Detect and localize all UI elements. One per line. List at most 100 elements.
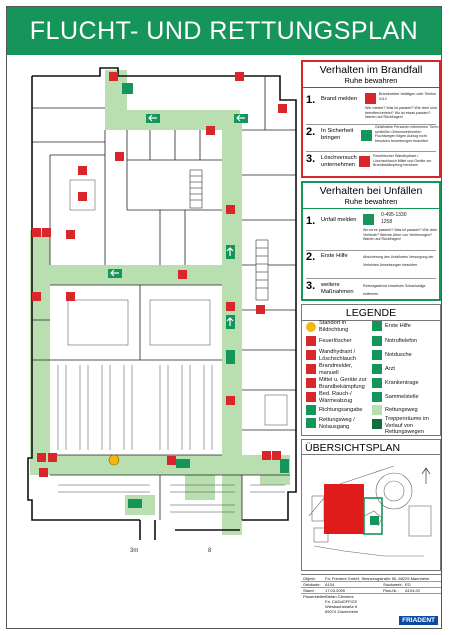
fire-safety-icons [32,72,287,477]
fire-behaviour-panel: Verhalten im Brandfall Ruhe bewahren 1. … [301,60,441,178]
divider [306,124,436,125]
legend-right-7: Treppenräume im Verlauf von Rettungswege… [385,416,429,435]
fire-step-1-num: 1. [306,94,316,106]
fire-step-3-num: 3. [306,153,316,165]
footer-company: Fa. CADdOFFICE [325,599,358,604]
direction-arrow-icon [306,405,316,415]
legend-left-0: Standort in Bildrichtung [319,320,349,333]
legend-left-3: Brandmelder, manuell [319,363,353,376]
fire-step-2-num: 2. [306,126,316,138]
footer-building-value: A104 [325,582,335,587]
fire-alarm-icon [365,93,376,104]
accident-phone-1: 0-495-1330 [381,212,407,218]
fire-step-2-detail: Gefährdete Personen mitnehmen Türen schl… [375,125,439,143]
legend-right-6: Rettungsweg [385,407,418,413]
accident-step-3-label: weitere Maßnahmen [321,282,354,295]
fire-step-3-label: Löschversuch unternehmen [321,155,357,168]
footer-object-value: Fa. Friedent GmbH, Steinzeugstraße 50, 6… [325,576,430,581]
accident-step-2-label: Erste Hilfe [321,253,348,259]
north-arrow-icon [421,467,431,484]
accident-step-2-num: 2. [306,251,316,263]
legend-right-5: Sammelstelle [385,394,419,400]
extinguisher-icon [306,336,316,346]
smoke-vent-icon [306,392,316,402]
accident-step-1-label: Unfall melden [321,217,357,223]
page-title: FLUCHT- UND RETTUNGSPLAN [29,16,419,45]
assembly-point-icon [370,516,379,525]
assembly-point-icon [372,392,382,402]
legend-right-0: Erste Hilfe [385,323,411,329]
footer-planno-value: A104-01 [405,588,421,593]
accident-step-1-hints: Wo ist es passiert? Was ist passiert? Wi… [363,228,438,242]
divider [306,278,436,279]
escape-route-swatch [372,405,382,415]
fire-step-1-hints: Wer meldet? Was ist passiert? Wie viele … [365,106,437,120]
footer-author-value: Stefan Clemens [325,594,354,599]
exit-icon [361,130,372,141]
accident-step-3-detail: Rettungsdienst einweisen Schaulustige en… [363,284,426,296]
first-aid-icon [372,321,382,331]
legend-left-5: Bed. Rauch-/ Wärmeabzug [319,391,353,404]
legend-right-4: Krankentrage [385,380,419,386]
divider [306,250,436,251]
doctor-icon [372,364,382,374]
you-are-here-marker [108,454,120,466]
walls [27,67,297,540]
standort-icon [306,322,316,332]
scale-label: 3m [130,548,138,554]
firefighting-equipment-icon [306,378,316,388]
title-block: Objekt: Fa. Friedent GmbH, Steinzeugstra… [301,574,441,629]
phone-icon [363,214,374,225]
legend-right-3: Arzt [385,366,395,372]
footer-building-key: Gebäude: [303,582,321,587]
fire-step-2-label: In Sicherheit bringen [321,128,354,141]
stretcher-icon [372,378,382,388]
accident-step-2-detail: Absicherung des Unfallortes Versorgung d… [363,255,434,267]
legend-left-4: Mittel u. Geräte zur Brandbekämpfung [319,377,367,390]
legend-title: LEGENDE [302,305,440,321]
fire-step-1-label: Brand melden [321,96,358,102]
sign-arrows [110,114,245,326]
accident-panel-title: Verhalten bei Unfällen [319,185,423,197]
company-logo: FRIADENT [399,616,438,625]
accident-step-1-num: 1. [306,215,316,227]
footer-floor-key: Stockwerk: [383,582,403,587]
stairwell-swatch [372,419,382,429]
footer-author-key: Planersteller: [303,594,327,599]
fire-panel-title: Verhalten im Brandfall [319,64,423,76]
floor-plan: 3m 8 [27,67,297,554]
footer-street: Wiesbachstraße 6 [325,604,358,609]
fire-panel-subtitle: Ruhe bewahren [303,76,439,88]
accident-panel-subtitle: Ruhe bewahren [303,197,439,209]
footer-planno-key: Plan-Nr.: [383,588,399,593]
accident-phone-2: 1258 [381,219,393,225]
divider [306,151,436,152]
overview-title: ÜBERSICHTSPLAN [302,440,440,455]
footer-date-value: 17.03.2009 [325,588,346,593]
footer-object-key: Objekt: [303,576,316,581]
overview-panel: ÜBERSICHTSPLAN [301,439,441,571]
extinguisher-icon [359,156,370,167]
emergency-exit-icon [306,418,316,428]
stair-hatching [189,169,269,301]
footer-city: 69074 Zotzenheim [325,609,359,614]
accident-step-3-num: 3. [306,280,316,292]
escape-routes [30,70,290,535]
alarm-button-icon [306,364,316,374]
hydrant-icon [306,350,316,360]
footer-date-key: Stand: [303,588,315,593]
footer-floor-value: EG [405,582,411,587]
legend-right-1: Notruftelefon [385,338,418,344]
fire-step-1-detail: Brandmelder betätigen oder Telefon 0112 [379,92,437,101]
overview-map [308,465,432,557]
inner-walls [32,76,296,520]
scale-label-8: 8 [208,548,212,554]
title-banner: FLUCHT- UND RETTUNGSPLAN [7,7,441,55]
legend-panel: LEGENDE Standort in Bildrichtung Feuerlö… [301,304,441,436]
legend-right-2: Notdusche [385,352,412,358]
legend-left-6: Richtungsangabe [319,407,363,413]
legend-left-7: Rettungsweg / Notausgang [319,417,355,430]
fire-step-3-detail: Feuerlöscher Wandhydrant / Löschschlauch… [373,154,432,168]
accident-behaviour-panel: Verhalten bei Unfällen Ruhe bewahren 1. … [301,181,441,301]
emergency-shower-icon [372,350,382,360]
